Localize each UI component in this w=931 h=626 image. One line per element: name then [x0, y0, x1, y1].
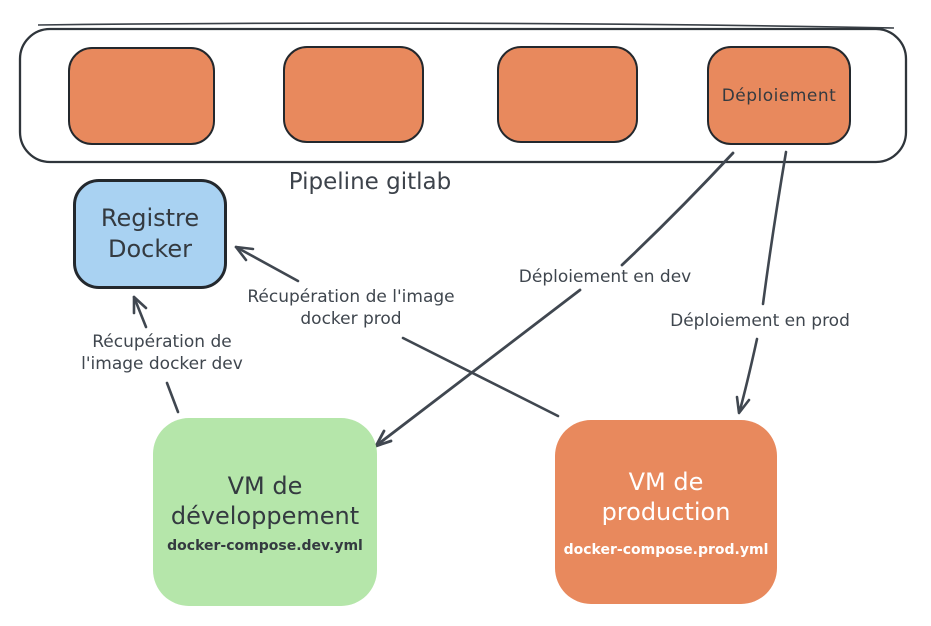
node-vm-production: VM de production docker-compose.prod.yml [555, 420, 777, 604]
arrow-pull-dev [132, 295, 180, 414]
edge-label-deploy-dev: Déploiement en dev [518, 267, 692, 287]
arrow-pull-prod [234, 245, 560, 418]
edge-label-deploy-prod: Déploiement en prod [670, 311, 850, 331]
arrowhead-pull-prod [234, 245, 255, 262]
vm-prod-title-line1: VM de [628, 467, 704, 496]
pipeline-stage-deploiement: Déploiement [707, 46, 851, 145]
edge-label-pull-prod: Récupération de l'image docker prod [241, 286, 461, 330]
registry-title-line1: Registre [100, 204, 200, 232]
vm-dev-title-line1: VM de [227, 471, 303, 500]
pipeline-container-sketch-stroke [37, 22, 895, 29]
vm-dev-config-file: docker-compose.dev.yml [167, 537, 363, 554]
pipeline-stage-2 [283, 46, 424, 143]
edge-label-pull-prod-line1: Récupération de l'image [247, 287, 455, 307]
registry-title-line2: Docker [107, 235, 193, 263]
pipeline-stage-deploiement-label: Déploiement [721, 85, 837, 106]
vm-prod-title-line2: production [601, 497, 731, 526]
edge-label-pull-dev: Récupération de l'image docker dev [52, 331, 272, 375]
arrow-deploy-prod [735, 150, 788, 415]
edge-label-pull-dev-line2: l'image docker dev [81, 354, 243, 374]
arrowhead-deploy-prod [735, 395, 751, 415]
edge-label-pull-dev-line1: Récupération de [92, 332, 232, 352]
node-vm-developpement: VM de développement docker-compose.dev.y… [153, 418, 377, 606]
node-registre-docker: Registre Docker [73, 179, 227, 289]
pipeline-caption: Pipeline gitlab [288, 169, 452, 195]
pipeline-container-box [18, 27, 908, 164]
pipeline-stage-1 [68, 47, 215, 145]
vm-prod-config-file: docker-compose.prod.yml [563, 541, 769, 558]
pipeline-stage-3 [497, 46, 638, 143]
edge-label-pull-prod-line2: docker prod [300, 309, 402, 329]
arrowhead-pull-dev [132, 295, 148, 315]
vm-dev-title-line2: développement [170, 501, 360, 530]
